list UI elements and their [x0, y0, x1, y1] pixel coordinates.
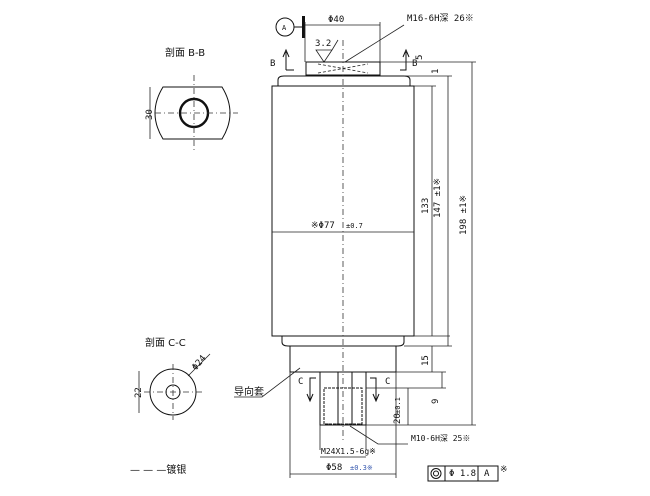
- dim-147-label: 147 ±1※: [433, 178, 443, 218]
- roughness-label: 3.2: [315, 39, 331, 49]
- bottom-stud: C C 导向套 M24X1.5-6g※ M10-6H深 25※ Φ58 ±0.3…: [234, 367, 470, 478]
- dim-9-label: 9: [431, 399, 441, 404]
- top-terminal: Φ40 M16-6H深 26※ 3.2 B B 5 1: [270, 13, 474, 76]
- dim-1-label: 1: [431, 69, 441, 74]
- interrupter-body: ※Φ77 ±0.7: [271, 40, 415, 440]
- diameter-58-label: Φ58: [326, 463, 342, 473]
- section-cc-dim: 22: [134, 387, 144, 398]
- section-b-marker-right: B: [412, 59, 417, 69]
- tolerance-note: ※: [500, 465, 508, 475]
- section-bb: 剖面 B-B 30: [145, 46, 238, 152]
- section-b-marker-left: B: [270, 59, 275, 69]
- thread-m10-label: M10-6H深 25※: [411, 434, 470, 443]
- datum-label: A: [282, 24, 287, 32]
- dim-133-label: 133: [421, 198, 431, 214]
- dim-5-label: 5: [415, 55, 425, 60]
- dim-20-label: 20: [393, 413, 403, 424]
- section-bb-title: 剖面 B-B: [165, 46, 205, 59]
- section-c-marker-right: C: [385, 377, 390, 387]
- datum-a-marker: A: [275, 16, 305, 38]
- thread-m24-label: M24X1.5-6g※: [321, 447, 376, 456]
- section-cc-title: 剖面 C-C: [145, 336, 186, 349]
- diameter-77-label: ※Φ77: [311, 221, 335, 231]
- diameter-58-tol: ±0.3※: [350, 464, 373, 472]
- tolerance-value: Φ 1.8: [449, 469, 476, 479]
- vertical-dimensions: 133 147 ±1※ 198 ±1※ 15 9 20 ±0.1: [366, 61, 476, 426]
- tolerance-frame: Φ 1.8 A ※: [427, 465, 508, 482]
- section-bb-dim: 30: [145, 109, 155, 120]
- section-c-marker-left: C: [298, 377, 303, 387]
- section-cc: 剖面 C-C Φ24 22: [134, 336, 211, 420]
- legend-plating: — — —镀银: [130, 463, 186, 476]
- dim-198-label: 198 ±1※: [459, 195, 469, 235]
- dim-15-label: 15: [421, 355, 431, 366]
- diameter-77-tol: ±0.7: [346, 222, 363, 230]
- guide-sleeve-label: 导向套: [234, 385, 264, 398]
- thread-m16-label: M16-6H深 26※: [407, 13, 474, 24]
- tolerance-datum: A: [484, 469, 490, 479]
- dim-20-tol: ±0.1: [394, 397, 402, 414]
- diameter-40-label: Φ40: [328, 15, 344, 25]
- section-cc-diameter: Φ24: [191, 354, 209, 373]
